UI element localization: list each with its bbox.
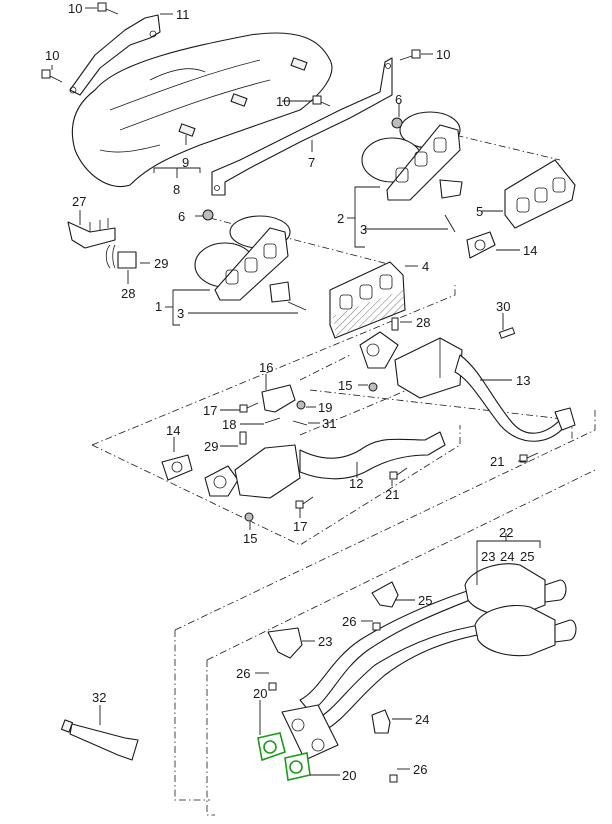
hanger-23[interactable] <box>267 627 303 659</box>
manifold-gasket-right[interactable] <box>504 159 576 229</box>
support-bracket[interactable] <box>211 57 393 196</box>
callout-28: 28 <box>416 315 430 330</box>
callout-25: 25 <box>520 549 534 564</box>
callout-26: 26 <box>413 762 427 777</box>
callout-3: 3 <box>177 306 184 321</box>
heat-shield[interactable] <box>71 32 333 188</box>
bolt-10-left[interactable] <box>41 69 63 83</box>
stud-3-left[interactable] <box>287 301 307 311</box>
flange-gasket-14-left[interactable] <box>161 454 193 481</box>
bolt-21-left[interactable] <box>389 467 408 480</box>
nut-6-top[interactable] <box>391 117 403 129</box>
sensor-29[interactable] <box>239 431 247 445</box>
callout-23: 23 <box>318 634 332 649</box>
gasket-20-upper[interactable] <box>257 732 286 762</box>
callout-29: 29 <box>154 256 168 271</box>
front-pipe-assembly[interactable] <box>281 563 577 761</box>
callout-10: 10 <box>68 1 82 16</box>
callout-7: 7 <box>308 155 315 170</box>
exhaust-manifold-right[interactable] <box>361 111 463 201</box>
nut-15-right[interactable] <box>368 382 378 392</box>
bolt-10-right[interactable] <box>399 49 421 61</box>
callout-32: 32 <box>92 690 106 705</box>
callout-14: 14 <box>166 423 180 438</box>
callout-10: 10 <box>45 48 59 63</box>
bracket-16[interactable] <box>261 384 296 413</box>
callout-13: 13 <box>516 373 530 388</box>
manifold-gasket-left[interactable] <box>329 261 406 339</box>
callout-12: 12 <box>349 476 363 491</box>
callout-23: 23 <box>481 549 495 564</box>
callout-6: 6 <box>178 209 185 224</box>
callout-17: 17 <box>203 403 217 418</box>
exhaust-manifold-left[interactable] <box>194 215 291 303</box>
stud-3-right[interactable] <box>444 214 456 233</box>
callout-22: 22 <box>499 525 513 540</box>
callout-10: 10 <box>436 47 450 62</box>
callout-1: 1 <box>155 299 162 314</box>
hanger-25[interactable] <box>371 581 399 608</box>
callout-3: 3 <box>360 222 367 237</box>
callout-31: 31 <box>322 416 336 431</box>
sensor-connector[interactable] <box>105 244 137 269</box>
sensor-30[interactable] <box>498 327 516 339</box>
bracket[interactable] <box>69 14 161 96</box>
callout-15: 15 <box>338 378 352 393</box>
callout-19: 19 <box>318 400 332 415</box>
stud-31[interactable] <box>292 420 308 426</box>
callout-4: 4 <box>422 259 429 274</box>
callout-24: 24 <box>415 712 429 727</box>
callout-21: 21 <box>385 487 399 502</box>
callout-17: 17 <box>293 519 307 534</box>
callout-18: 18 <box>222 417 236 432</box>
callout-14: 14 <box>523 243 537 258</box>
callout-2: 2 <box>337 211 344 226</box>
bolt-26-c[interactable] <box>389 774 398 783</box>
callout-26: 26 <box>342 614 356 629</box>
hanger-24[interactable] <box>371 709 391 734</box>
bolt-21-right[interactable] <box>519 452 539 463</box>
callout-26: 26 <box>236 666 250 681</box>
callout-11: 11 <box>176 7 190 22</box>
callout-20: 20 <box>253 686 267 701</box>
nut-19[interactable] <box>296 400 306 410</box>
bolt-17-bottom[interactable] <box>295 496 314 509</box>
callout-20: 20 <box>342 768 356 783</box>
callout-5: 5 <box>476 204 483 219</box>
sealing-paste-tube[interactable] <box>60 719 139 761</box>
callout-16: 16 <box>259 360 273 375</box>
callout-9: 9 <box>182 155 189 170</box>
gasket-20-lower[interactable] <box>284 752 311 781</box>
bolt-26-a[interactable] <box>372 622 381 631</box>
sensor-28-right[interactable] <box>391 317 399 331</box>
callout-28: 28 <box>121 286 135 301</box>
flange-gasket-14-right[interactable] <box>466 231 496 259</box>
callout-27: 27 <box>72 194 86 209</box>
callout-24: 24 <box>500 549 514 564</box>
nut-6-left[interactable] <box>202 209 214 221</box>
bolt-17-top[interactable] <box>239 402 259 413</box>
callout-15: 15 <box>243 531 257 546</box>
callout-6: 6 <box>395 92 402 107</box>
nut-15-left[interactable] <box>244 512 254 522</box>
callout-10: 10 <box>276 94 290 109</box>
bolt-10-mid[interactable] <box>312 95 331 107</box>
callout-29: 29 <box>204 439 218 454</box>
callout-25: 25 <box>418 593 432 608</box>
bolt-26-b[interactable] <box>268 682 277 691</box>
catalytic-converter-right[interactable] <box>359 331 576 442</box>
stud-18[interactable] <box>264 417 281 424</box>
callout-30: 30 <box>496 299 510 314</box>
leader-lines <box>51 7 541 776</box>
callout-21: 21 <box>490 454 504 469</box>
catalytic-converter-left[interactable] <box>204 431 446 499</box>
bolt-10-top[interactable] <box>97 2 119 15</box>
connector-bracket[interactable] <box>67 218 116 249</box>
callout-labels: 10 11 10 10 10 6 9 8 7 2 3 5 14 27 6 29 … <box>45 1 537 783</box>
callout-8: 8 <box>173 182 180 197</box>
